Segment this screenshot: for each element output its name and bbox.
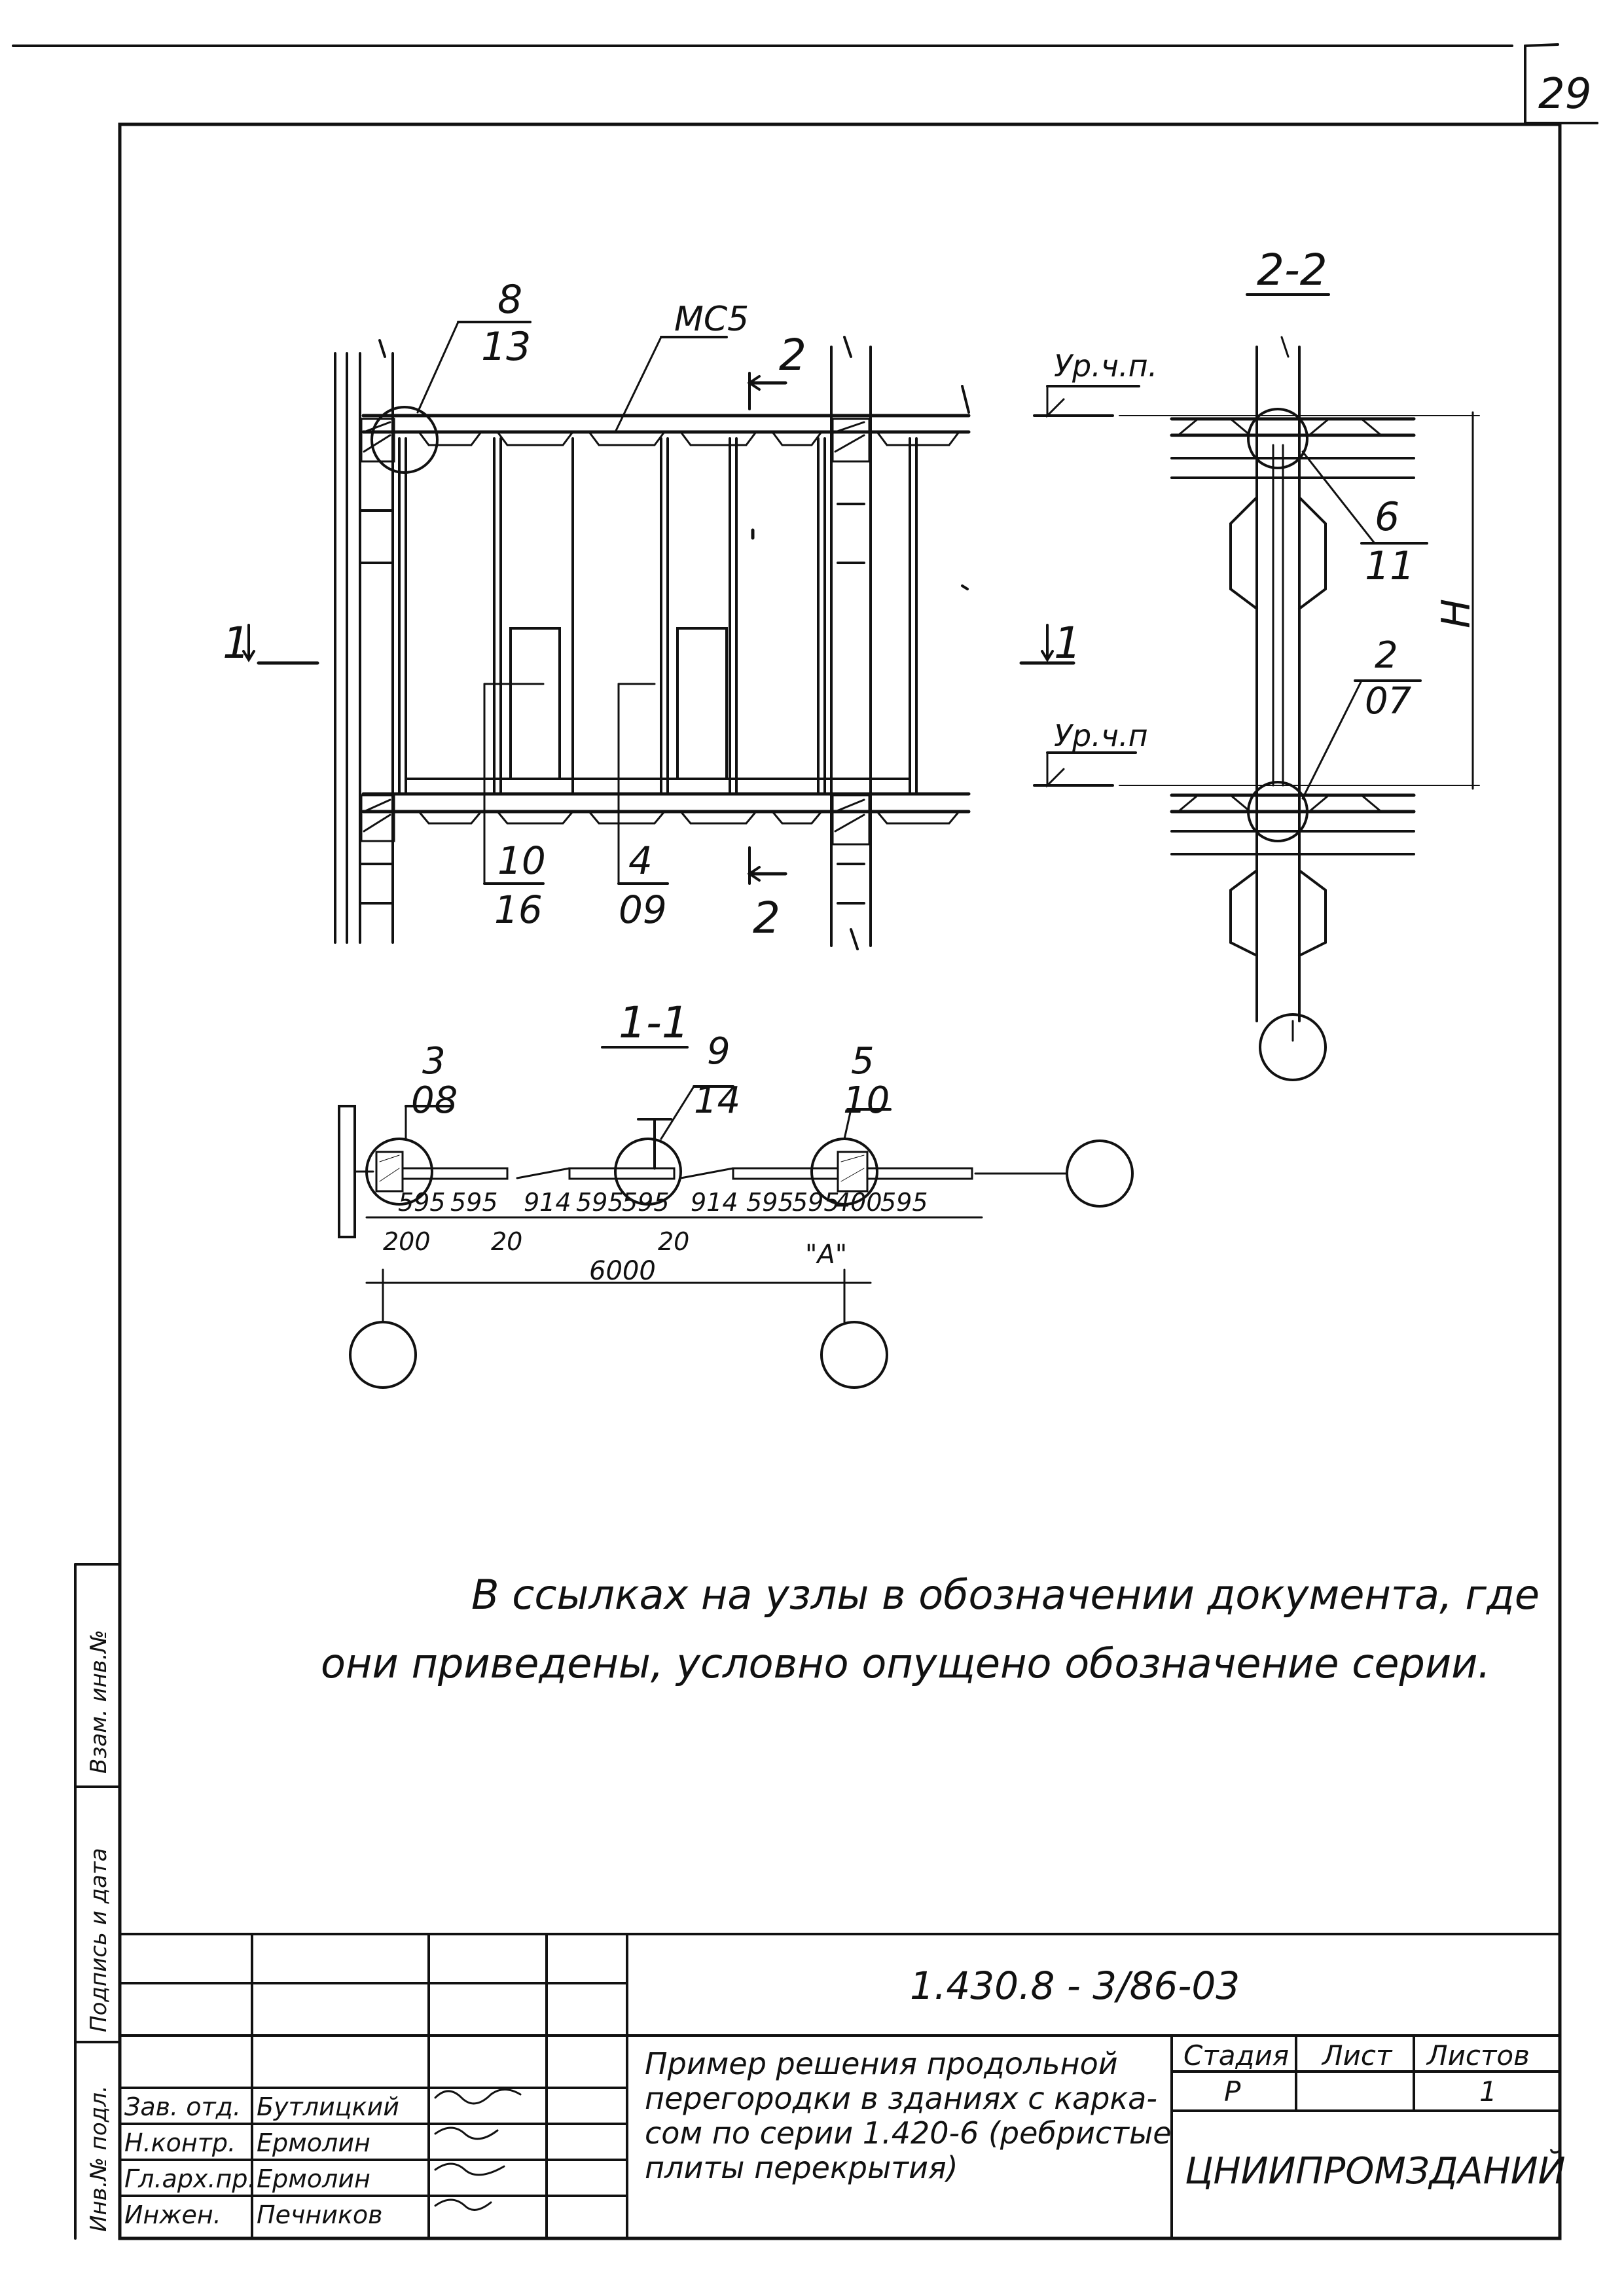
dimension-value: 200 (383, 1227, 431, 1256)
section-2-2 (1033, 293, 1480, 1081)
level-label-bottom: Ур.ч.п (1054, 718, 1148, 753)
callout-6-num: 6 (1375, 494, 1399, 540)
page-number: 29 (1538, 70, 1591, 118)
dimension-value: 20 (491, 1227, 522, 1256)
callout-9-num: 9 (707, 1030, 731, 1073)
dimension-value: 595 (398, 1188, 446, 1217)
callout-10-num: 10 (497, 838, 546, 883)
sheet-header: Лист (1322, 2039, 1392, 2072)
callout-9-den: 14 (694, 1079, 740, 1122)
dimension-value: 914 (691, 1188, 738, 1217)
callout-5-num: 5 (851, 1040, 875, 1083)
section-1-1-label: 1-1 (619, 997, 689, 1048)
signature-role-1: Зав. отд. (124, 2092, 241, 2121)
stage-header: Стадия (1183, 2039, 1290, 2072)
dimension-mark-a: "А" (805, 1240, 847, 1270)
mark-mc5: МС5 (674, 300, 749, 339)
dimension-value: 595 (622, 1188, 670, 1217)
section-mark-2-bottom: 2 (753, 893, 780, 943)
callout-10-den: 16 (494, 888, 543, 932)
elevation-view (242, 321, 1075, 950)
drawing-title-line-3: сом по серии 1.420-6 (ребристые (645, 2115, 1172, 2151)
drawing-title-line-2: перегородки в зданиях с карка- (645, 2081, 1157, 2116)
dimension-total: 6000 (589, 1256, 656, 1286)
side-stamp (74, 1563, 121, 2240)
drawing-title-line-1: Пример решения продольной (645, 2046, 1118, 2081)
callout-8-num: 8 (497, 277, 522, 323)
organization-name: ЦНИИПРОМЗДАНИЙ (1185, 2150, 1566, 2193)
callout-8-den: 13 (481, 324, 531, 370)
signature-name-1: Бутлицкий (257, 2092, 399, 2121)
callout-5-den: 10 (843, 1079, 890, 1122)
section-mark-2-top: 2 (779, 330, 806, 380)
section-2-2-label: 2-2 (1257, 245, 1327, 295)
signature-role-2: Н.контр. (124, 2128, 236, 2157)
level-label-top: Ур.ч.п. (1054, 348, 1157, 384)
sheets-header: Листов (1427, 2039, 1530, 2072)
signature-role-4: Инжен. (124, 2200, 221, 2229)
dimension-value: 595 (576, 1188, 624, 1217)
section-1-1 (338, 1046, 1134, 1389)
note-line-1: В ссылках на узлы в обозначении документ… (471, 1571, 1540, 1619)
callout-3-den: 08 (411, 1079, 458, 1122)
callout-6-den: 11 (1365, 543, 1415, 589)
dimension-value: 914 (524, 1188, 571, 1217)
signature-name-3: Ермолин (257, 2164, 370, 2193)
signature-name-2: Ермолин (257, 2128, 370, 2157)
height-label: Н (1434, 599, 1479, 628)
document-designation: 1.430.8 - 3/86-03 (910, 1964, 1240, 2008)
callout-3-num: 3 (422, 1040, 446, 1083)
dimension-value: 595 (450, 1188, 498, 1217)
drawing-frame (118, 122, 1562, 2240)
side-stamp-label-1: Взам. инв.№ (86, 1630, 112, 1774)
sheets-value: 1 (1479, 2075, 1497, 2108)
signature-name-4: Печников (257, 2200, 383, 2229)
callout-2-num: 2 (1375, 634, 1398, 677)
side-stamp-label-2: Подпись и дата (86, 1848, 112, 2032)
callout-4-num: 4 (628, 838, 653, 883)
signature-role-3: Гл.арх.пр. (124, 2164, 256, 2193)
dimension-row-2: 200 20 20 6000 "А" (383, 1227, 847, 1286)
title-block-grid (118, 1933, 1561, 2240)
dimension-value: 595 (880, 1188, 928, 1217)
dimension-value: 400 (835, 1188, 882, 1217)
drawing-title-line-4: плиты перекрытия) (645, 2150, 958, 2185)
callout-2-den: 07 (1365, 680, 1412, 723)
section-mark-1-right: 1 (1054, 618, 1081, 668)
dimension-row-1: 595 595 914 595 595 914 595 595 400 595 (398, 1188, 928, 1217)
callout-4-den: 09 (619, 888, 667, 932)
dimension-value: 20 (658, 1227, 689, 1256)
sheet-top-edge (12, 43, 1559, 47)
stage-value: Р (1224, 2075, 1241, 2108)
section-mark-1-left: 1 (223, 618, 250, 668)
side-stamp-label-3: Инв.№ подл. (86, 2085, 112, 2232)
note-line-2: они приведены, условно опущено обозначен… (321, 1640, 1491, 1687)
dimension-value: 595 (792, 1188, 840, 1217)
signature-marks (434, 2089, 522, 2211)
dimension-value: 595 (746, 1188, 794, 1217)
